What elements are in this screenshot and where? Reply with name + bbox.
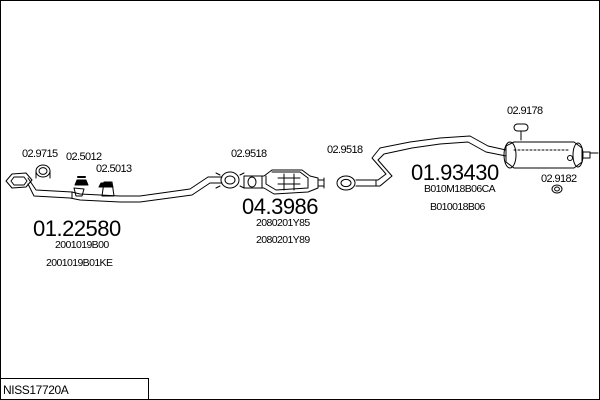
catalyst-ref-1: 2080201Y85 bbox=[256, 217, 310, 229]
front-mount-part bbox=[74, 176, 89, 186]
rear-mount-part bbox=[513, 123, 529, 141]
tail-pipe bbox=[355, 135, 507, 187]
front-mount-label: 02.5012 bbox=[66, 151, 102, 163]
rear-silencer-ref-2: B010018B06 bbox=[430, 201, 485, 213]
front-flange bbox=[5, 172, 33, 189]
front-pipe-number: 01.22580 bbox=[33, 216, 121, 241]
front-pipe bbox=[27, 176, 223, 203]
front-clamp-part bbox=[98, 182, 114, 188]
reference-code: NISS17720A bbox=[3, 383, 69, 397]
front-gasket-label: 02.9715 bbox=[22, 148, 58, 160]
rear-mount-label: 02.9178 bbox=[507, 105, 543, 117]
rear-hanger-part bbox=[551, 184, 563, 194]
cat-gasket-part bbox=[336, 175, 356, 191]
mid-gasket-part bbox=[215, 171, 245, 189]
cat-gasket-label: 02.9518 bbox=[327, 144, 363, 156]
reference-box: NISS17720A bbox=[0, 378, 149, 399]
catalyst-number: 04.3986 bbox=[242, 194, 319, 219]
rear-silencer-number: 01.93430 bbox=[411, 160, 499, 185]
mid-gasket-label: 02.9518 bbox=[231, 148, 267, 160]
front-pipe-ref-1: 2001019B00 bbox=[55, 239, 109, 251]
front-clamp-label: 02.5013 bbox=[96, 163, 132, 175]
rear-silencer-ref-1: B010M18B06CA bbox=[424, 183, 496, 195]
catalyst-ref-2: 2080201Y89 bbox=[256, 234, 310, 246]
front-gasket-part bbox=[35, 164, 51, 179]
catalytic-converter bbox=[243, 169, 325, 195]
rear-silencer bbox=[503, 141, 599, 169]
front-pipe-ref-2: 2001019B01KE bbox=[46, 257, 113, 269]
rear-hanger-label: 02.9182 bbox=[541, 173, 577, 185]
